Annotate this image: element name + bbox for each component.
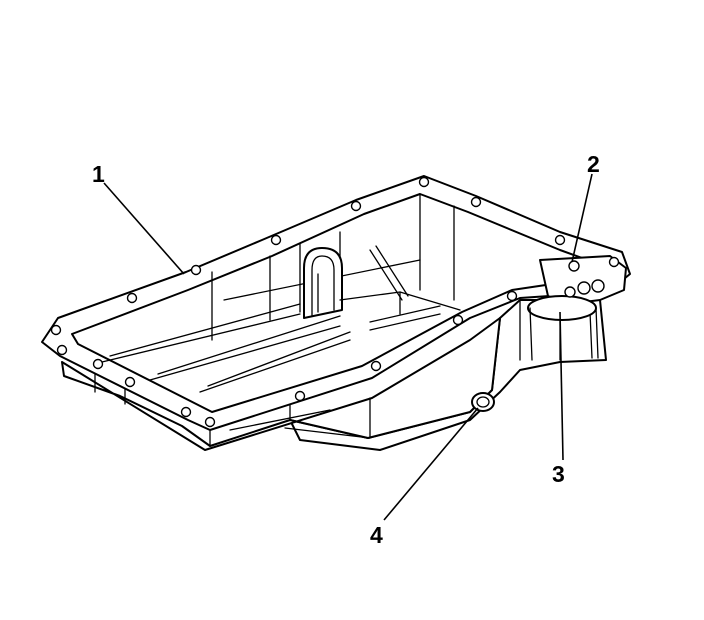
callout-3-label: 3	[552, 461, 565, 487]
callout-2-label: 2	[587, 151, 600, 177]
callout-4-label: 4	[370, 522, 383, 548]
callout-3-leader	[559, 311, 564, 461]
callout-1-label: 1	[92, 161, 105, 187]
callout-4-leader	[383, 407, 479, 521]
callout-2-leader	[571, 173, 593, 263]
callout-1-leader	[103, 182, 185, 275]
oil-pan-illustration	[41, 175, 631, 451]
flange-bolt-holes	[50, 176, 620, 428]
